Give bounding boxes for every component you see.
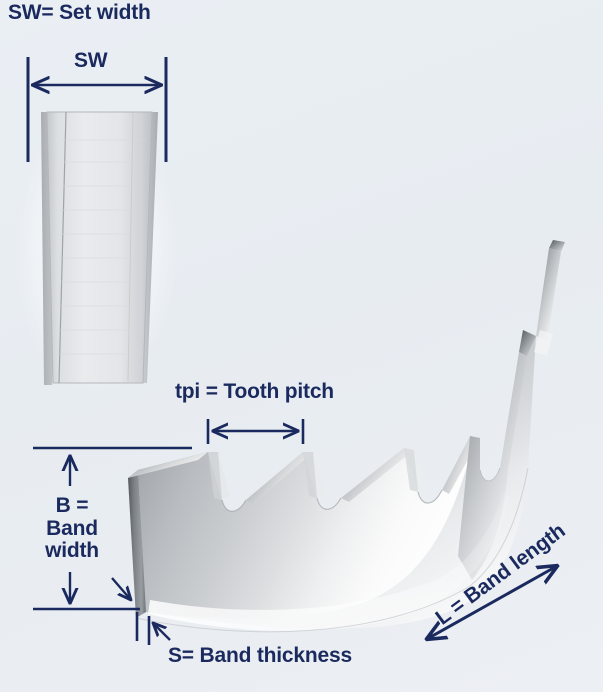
sw-dimension bbox=[26, 57, 168, 162]
set-width-title: SW= Set width bbox=[8, 1, 151, 24]
tooth-pitch-label: tpi = Tooth pitch bbox=[175, 380, 334, 403]
bandsaw-blade-illustration bbox=[128, 240, 565, 633]
band-length-dimension bbox=[427, 566, 557, 639]
band-thickness-dimension bbox=[135, 612, 171, 645]
band-thickness-label: S= Band thickness bbox=[168, 644, 352, 667]
tooth-rake-faces bbox=[208, 448, 418, 500]
band-width-dimension bbox=[33, 446, 192, 611]
tpi-dimension bbox=[206, 419, 305, 444]
set-width-detail-illustration bbox=[14, 105, 178, 395]
band-width-label: B = Band width bbox=[32, 494, 112, 563]
band-width-label-line1: B = bbox=[55, 494, 89, 517]
sw-label: SW bbox=[74, 49, 108, 72]
blade-tip bbox=[458, 240, 565, 580]
band-width-label-line2: Band bbox=[46, 516, 98, 540]
band-width-label-line3: width bbox=[45, 539, 99, 563]
